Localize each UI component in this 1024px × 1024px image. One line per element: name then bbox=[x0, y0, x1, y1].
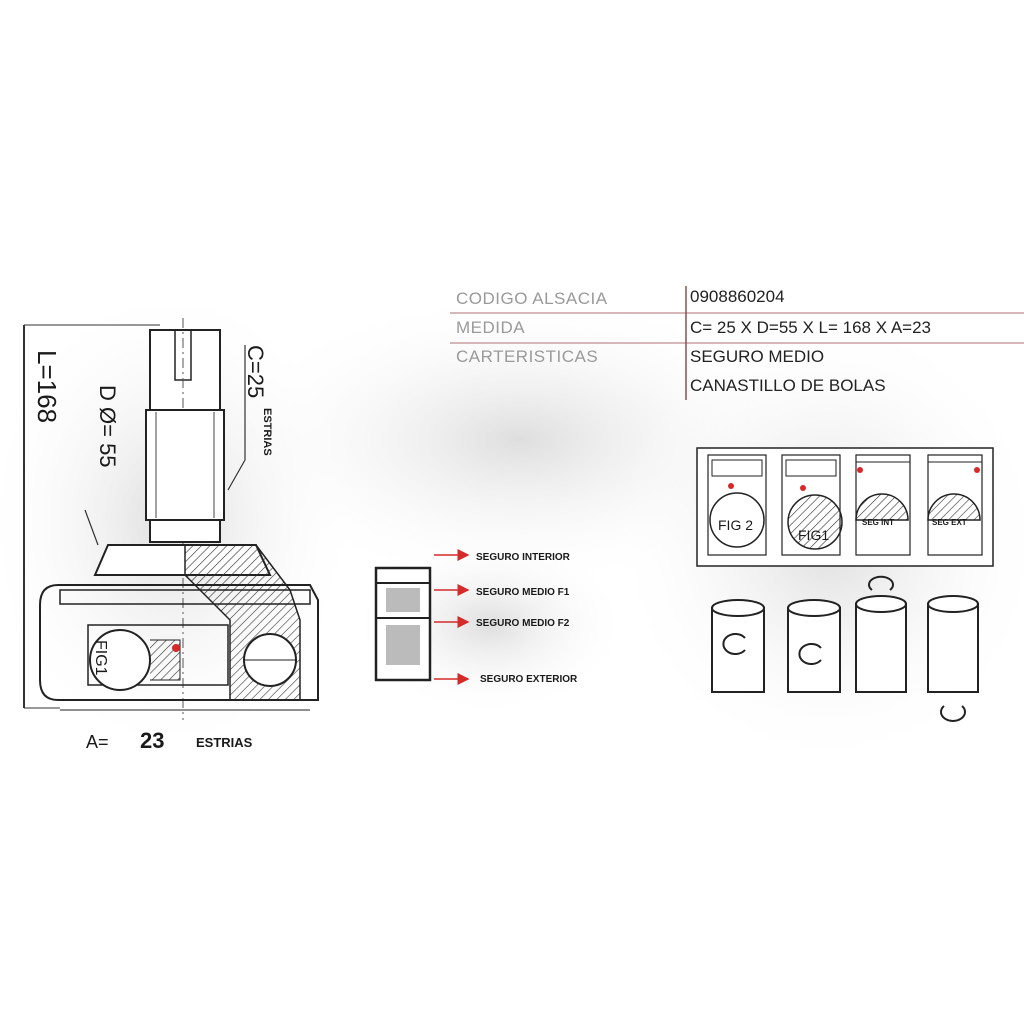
spec-label-medida: MEDIDA bbox=[456, 318, 526, 337]
figure-cell-fig1 bbox=[781, 454, 843, 556]
figure-panel bbox=[696, 447, 994, 567]
figure-label-fig2: FIG 2 bbox=[718, 517, 753, 533]
clip-legend bbox=[374, 549, 470, 685]
cylinder-3 bbox=[855, 575, 907, 693]
figure-cell-seg-ext bbox=[927, 454, 983, 556]
figure-label-fig1: FIG1 bbox=[798, 527, 829, 543]
figure-label-seg-ext: SEG EXT bbox=[932, 518, 967, 527]
length-label: L=168 bbox=[32, 350, 62, 423]
spline-c-unit: ESTRIAS bbox=[261, 408, 273, 456]
clip-label-exterior: SEGURO EXTERIOR bbox=[480, 674, 578, 685]
fig1-label: FIG1 bbox=[92, 640, 109, 676]
spec-label-codigo: CODIGO ALSACIA bbox=[456, 289, 608, 308]
spec-value-medida: C= 25 X D=55 X L= 168 X A=23 bbox=[690, 318, 932, 337]
figure-cell-fig2 bbox=[707, 454, 767, 556]
diameter-label: D Ø= 55 bbox=[95, 385, 120, 468]
clip-label-medio-f2: SEGURO MEDIO F2 bbox=[476, 618, 570, 629]
cylinder-1 bbox=[711, 599, 765, 693]
clip-label-interior: SEGURO INTERIOR bbox=[476, 552, 571, 563]
spec-value-seguro-medio: SEGURO MEDIO bbox=[690, 347, 825, 366]
clip-label-medio-f1: SEGURO MEDIO F1 bbox=[476, 587, 570, 598]
spec-label-caracteristicas: CARTERISTICAS bbox=[456, 347, 599, 366]
cylinder-2 bbox=[787, 599, 841, 693]
cv-joint-drawing bbox=[23, 318, 319, 720]
cylinder-4 bbox=[927, 595, 979, 722]
spline-a-unit: ESTRIAS bbox=[196, 735, 253, 750]
spec-value-codigo: 0908860204 bbox=[690, 287, 785, 306]
figure-label-seg-int: SEG INT bbox=[862, 518, 894, 527]
spec-value-canastillo: CANASTILLO DE BOLAS bbox=[690, 376, 886, 395]
spec-table-rules bbox=[450, 286, 1024, 400]
figure-cell-seg-int bbox=[855, 454, 911, 556]
spline-a-value: 23 bbox=[140, 728, 164, 753]
spline-c-label: C=25 bbox=[243, 345, 268, 398]
clip-cylinders bbox=[711, 575, 979, 722]
spline-a-prefix: A= bbox=[86, 732, 109, 752]
